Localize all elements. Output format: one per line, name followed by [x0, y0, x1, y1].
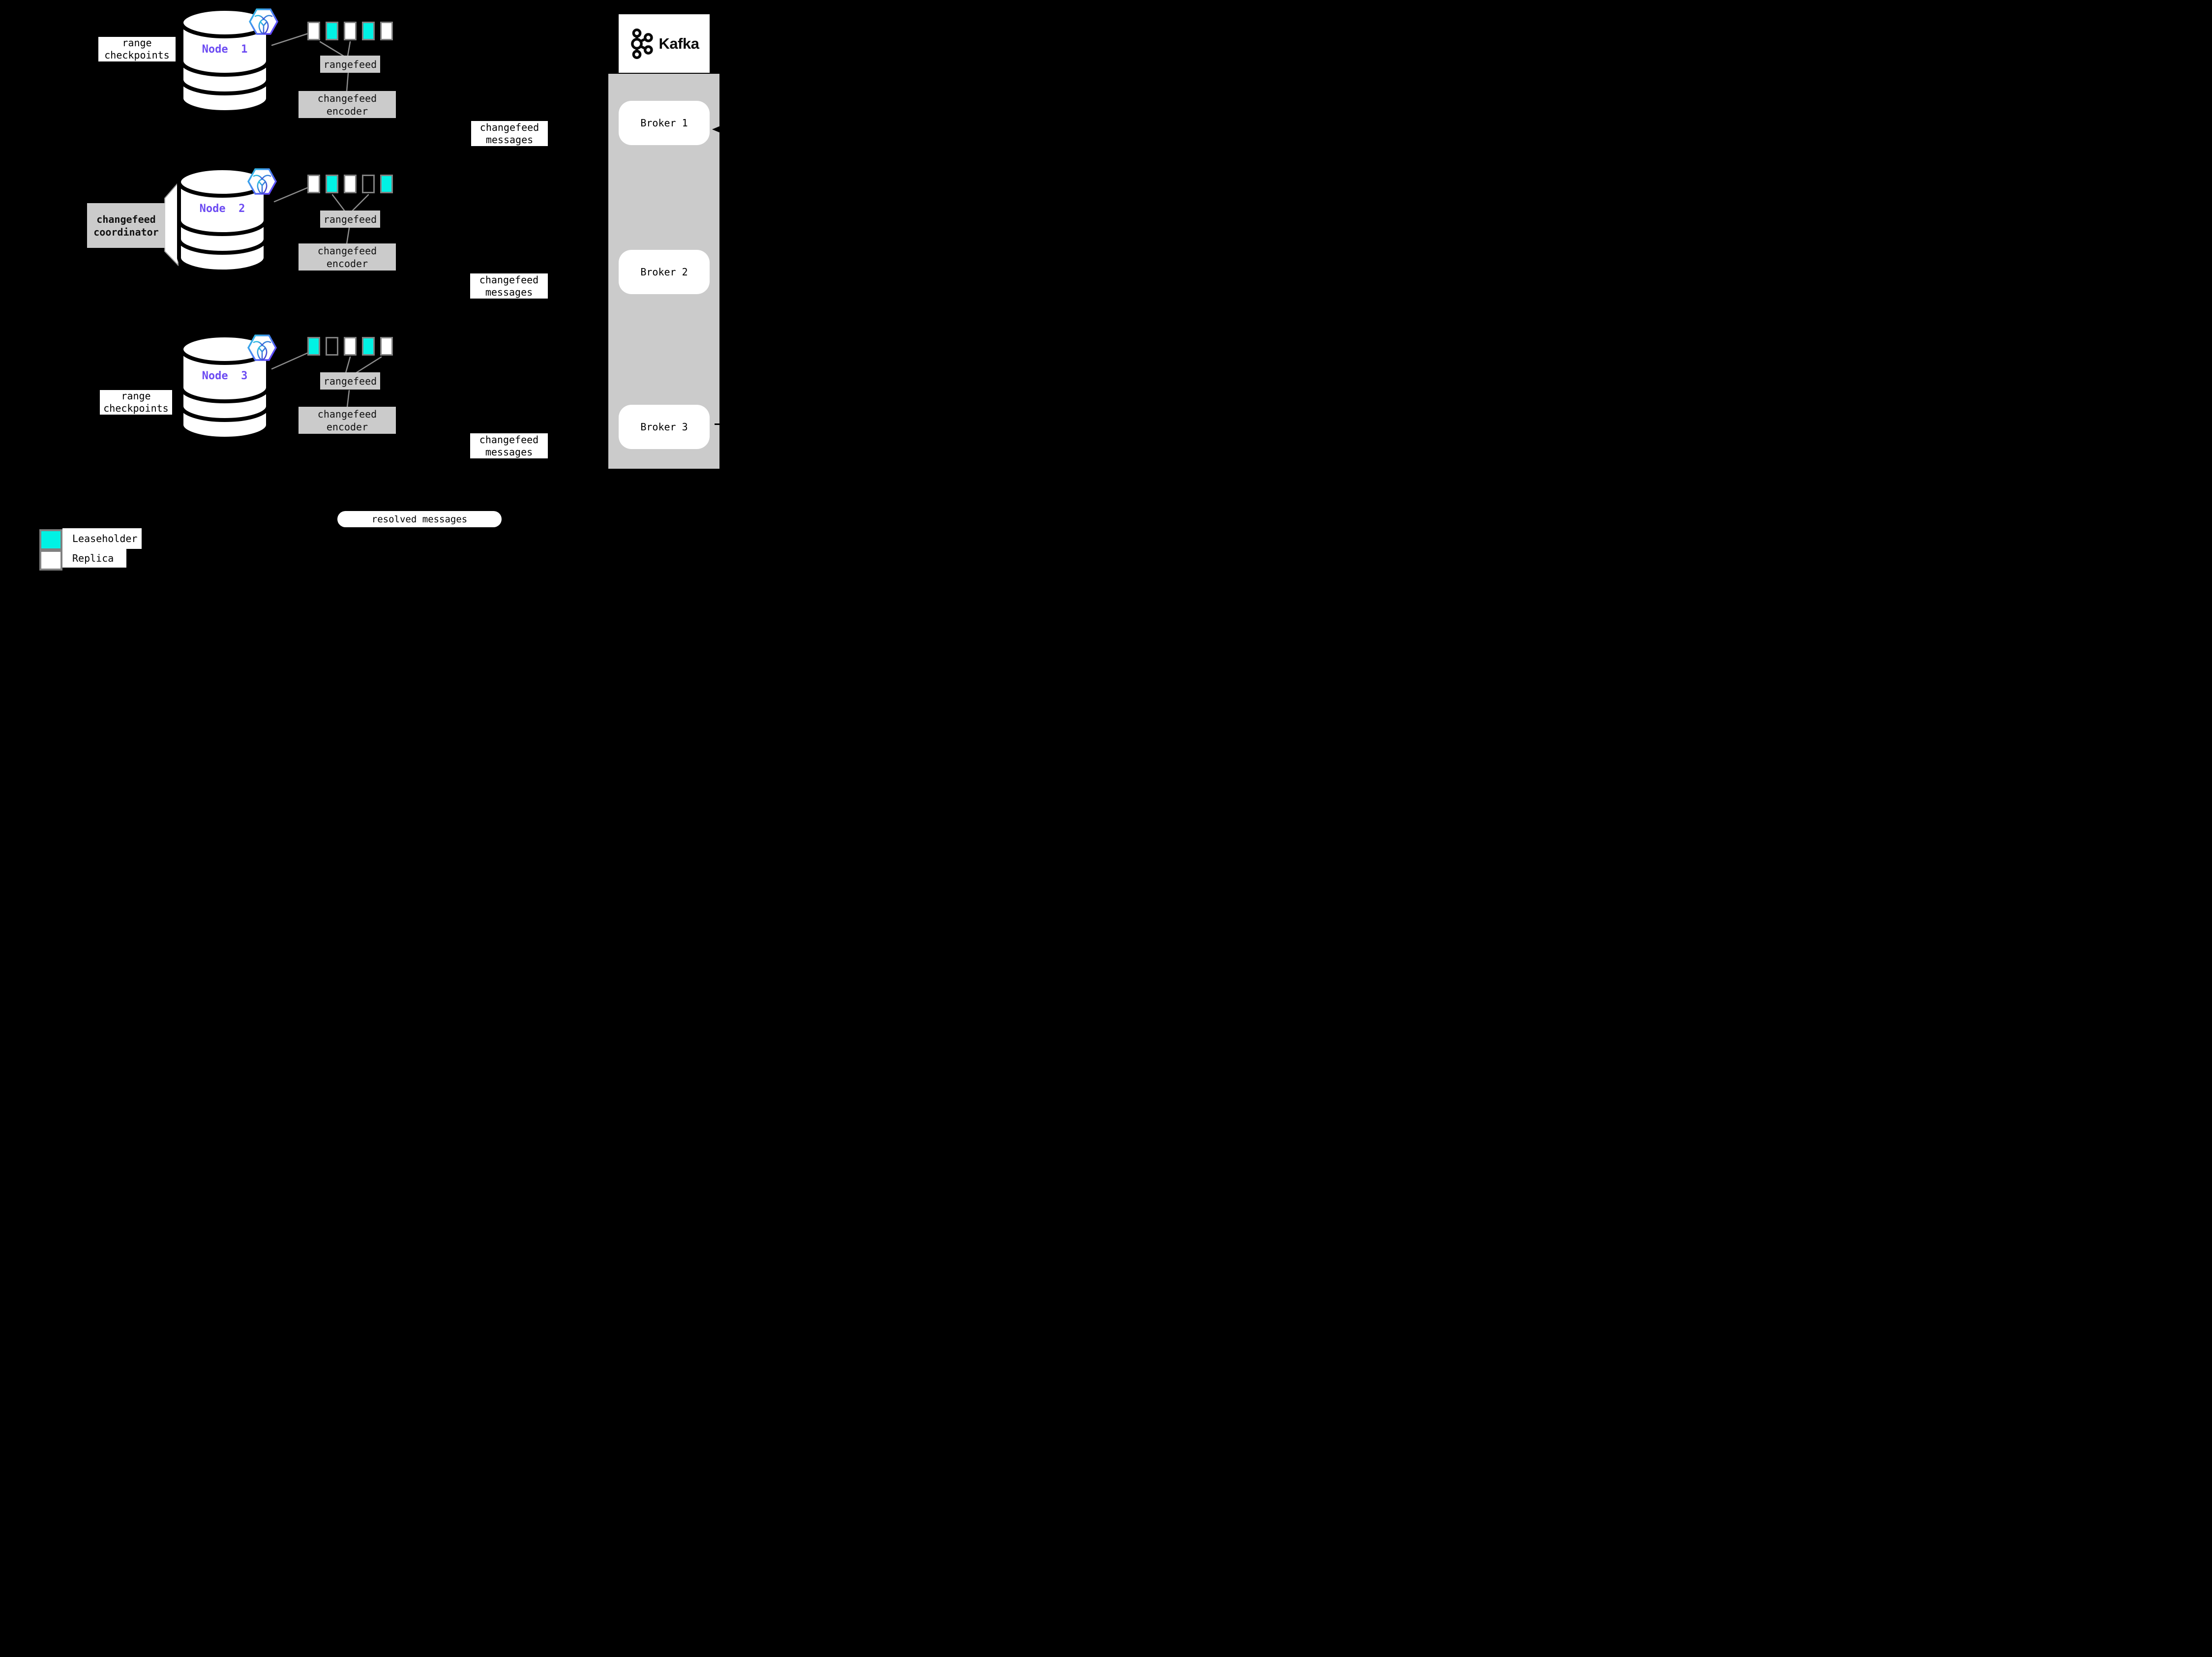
encoder-line2: encoder — [326, 105, 368, 117]
changefeed-coordinator-box: changefeed coordinator — [87, 203, 165, 248]
changefeed-encoder-box-node3: changefeed encoder — [299, 407, 396, 434]
changefeed-encoder-box-node1: changefeed encoder — [299, 91, 396, 118]
range-checkpoints-line2: checkpoints — [104, 49, 170, 61]
cockroachdb-hexagon-icon — [247, 334, 277, 361]
legend-leaseholder-swatch — [39, 529, 62, 550]
cockroachdb-hexagon-icon — [247, 168, 277, 195]
encoder-line1: changefeed — [317, 408, 377, 420]
changefeed-messages-line1: changefeed — [479, 273, 539, 286]
replica-square — [307, 175, 320, 193]
broker-3: Broker 3 — [619, 405, 710, 449]
changefeed-messages-line1: changefeed — [479, 433, 539, 446]
range-checkpoints-label-node1: range checkpoints — [98, 37, 176, 61]
replica-square — [344, 337, 357, 356]
leaseholder-square — [362, 337, 375, 356]
incoming-arrowhead-icon — [712, 124, 724, 134]
changefeed-messages-label-3: changefeed messages — [470, 433, 548, 458]
kafka-wordmark: Kafka — [658, 34, 699, 52]
replica-square — [380, 22, 393, 40]
kafka-logo-box: Kafka — [619, 14, 710, 73]
range-replicas-node3 — [307, 337, 393, 356]
range-checkpoints-line1: range — [121, 390, 151, 402]
changefeed-encoder-box-node2: changefeed encoder — [299, 243, 396, 271]
replica-square — [307, 22, 320, 40]
broker-1: Broker 1 — [619, 101, 710, 145]
legend-replica-label: Replica — [62, 549, 126, 568]
changefeed-messages-line2: messages — [485, 446, 533, 458]
range-checkpoints-line1: range — [122, 37, 152, 49]
leaseholder-square — [326, 175, 338, 193]
encoder-line2: encoder — [326, 421, 368, 433]
node3-label: Node 3 — [202, 370, 248, 382]
broker-2: Broker 2 — [619, 250, 710, 294]
database-cylinder-node3 — [179, 333, 270, 441]
rangefeed-box-node2: rangefeed — [320, 211, 380, 228]
range-replicas-node1 — [307, 22, 393, 40]
changefeed-messages-label-1: changefeed messages — [471, 121, 548, 146]
node1-label: Node 1 — [202, 43, 248, 56]
rangefeed-box-node3: rangefeed — [320, 372, 380, 390]
resolved-messages-label: resolved messages — [337, 511, 502, 527]
rangefeed-label: rangefeed — [323, 213, 377, 225]
replica-square — [344, 22, 357, 40]
encoder-line1: changefeed — [317, 92, 377, 104]
rangefeed-label: rangefeed — [323, 375, 377, 387]
database-cylinder-node2 — [177, 166, 268, 273]
node2-label: Node 2 — [199, 203, 245, 215]
range-replicas-node2 — [307, 175, 393, 193]
leaseholder-square — [326, 22, 338, 40]
legend-leaseholder-label: Leaseholder — [62, 528, 142, 549]
leaseholder-square — [380, 175, 393, 193]
range-checkpoints-line2: checkpoints — [103, 402, 169, 414]
legend-replica-swatch — [39, 550, 62, 571]
empty-square — [362, 175, 375, 193]
kafka-logo-icon — [630, 28, 653, 59]
cockroachdb-hexagon-icon — [249, 8, 278, 35]
replica-square — [380, 337, 393, 356]
changefeed-messages-line2: messages — [485, 133, 534, 146]
range-checkpoints-label-node3: range checkpoints — [100, 390, 172, 415]
rangefeed-label: rangefeed — [323, 58, 377, 70]
changefeed-messages-label-2: changefeed messages — [470, 273, 548, 299]
rangefeed-box-node1: rangefeed — [320, 56, 380, 73]
leaseholder-square — [362, 22, 375, 40]
leaseholder-square — [307, 337, 320, 356]
changefeed-messages-line2: messages — [485, 286, 533, 298]
coordinator-line2: coordinator — [93, 226, 159, 238]
changefeed-architecture-diagram: { "colors": { "background": "#000000", "… — [0, 0, 771, 577]
incoming-arrow-tick — [715, 423, 722, 425]
coordinator-line1: changefeed — [96, 213, 156, 225]
replica-square — [344, 175, 357, 193]
changefeed-messages-line1: changefeed — [479, 121, 539, 133]
encoder-line2: encoder — [326, 257, 368, 270]
database-cylinder-node1 — [179, 7, 270, 114]
empty-square — [326, 337, 338, 356]
encoder-line1: changefeed — [317, 244, 377, 257]
